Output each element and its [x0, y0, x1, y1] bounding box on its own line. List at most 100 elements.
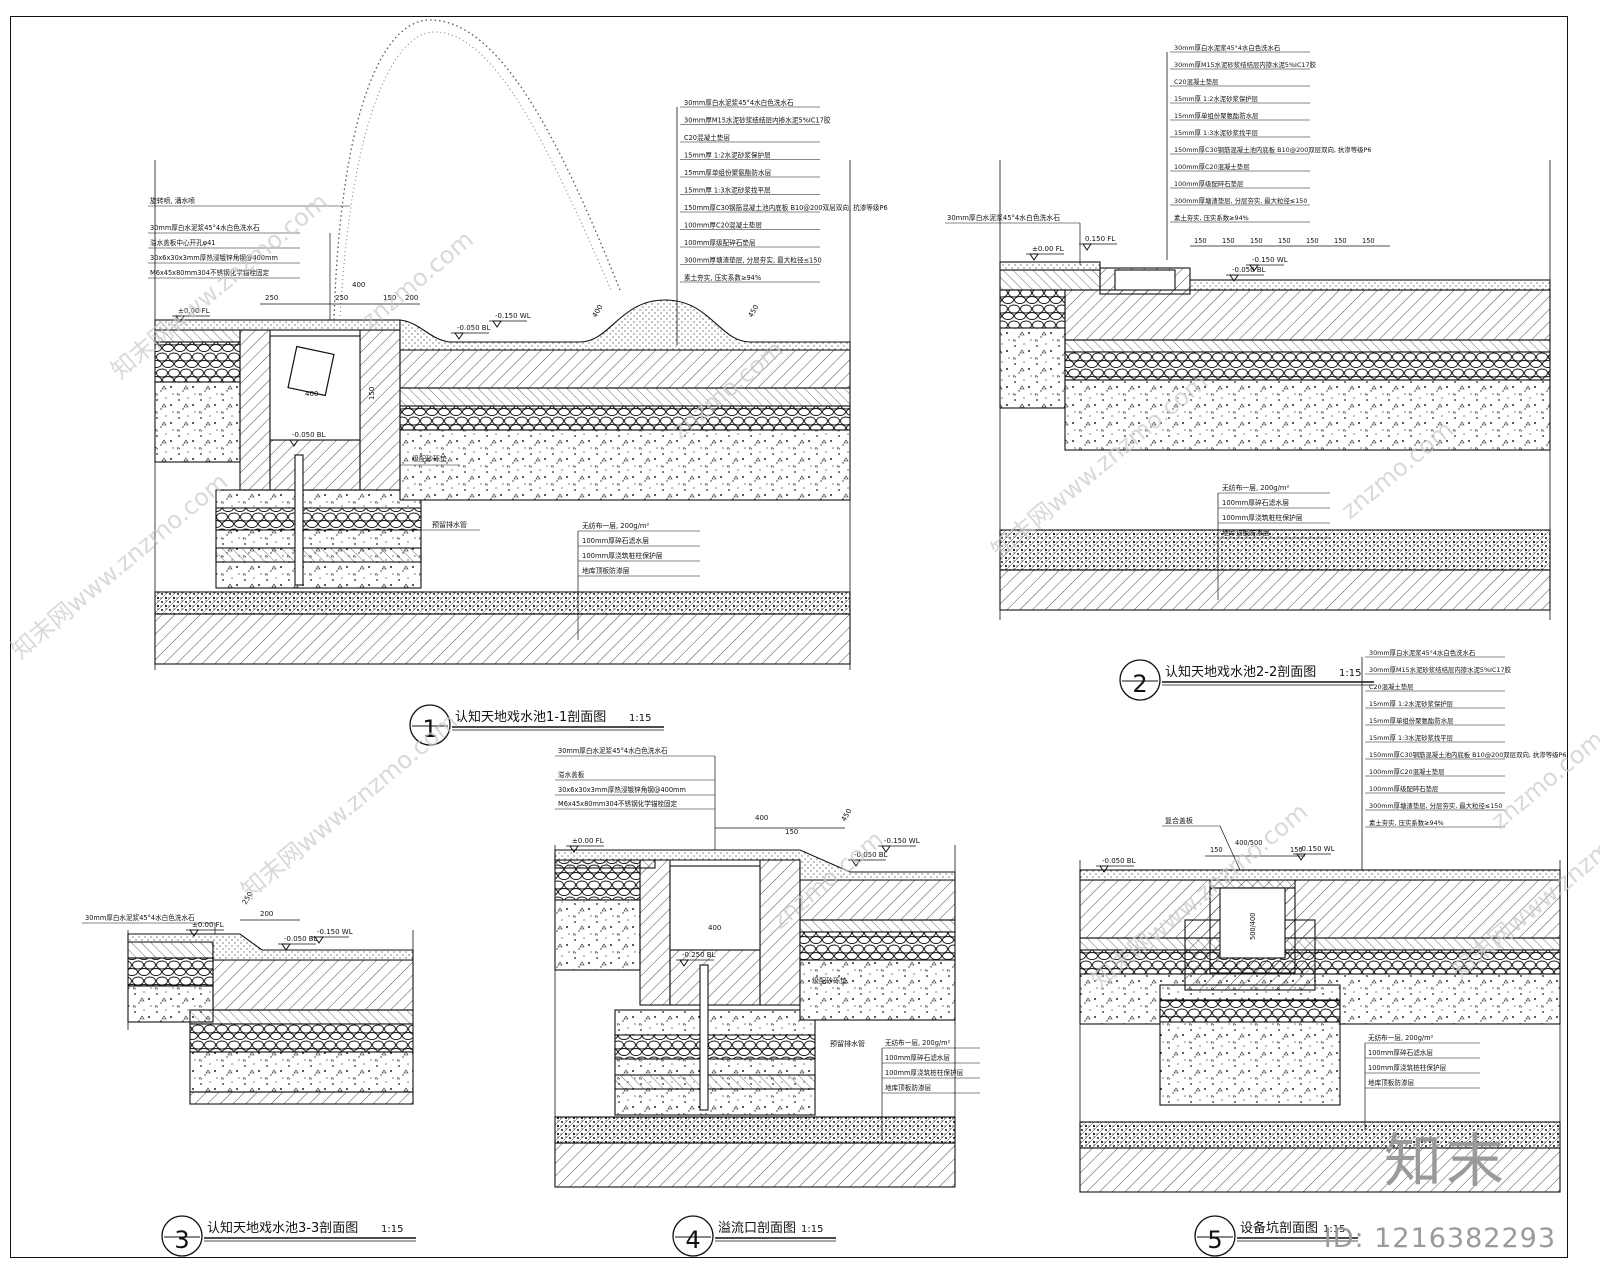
layer-note: 150mm厚C30钢筋混凝土池内底板 B10@200双层双向, 抗渗等级P6	[684, 203, 888, 212]
level-marker	[1082, 243, 1092, 251]
sump-band	[614, 1074, 816, 1090]
level-label: -0.050 BL	[284, 935, 318, 943]
bottom-note: 100mm厚浇筑桩柱保护层	[1222, 513, 1303, 522]
pool-slab	[212, 959, 414, 1011]
pool-waterproof	[189, 1009, 414, 1025]
pit-cavity	[1219, 887, 1286, 959]
dimension-label: 250	[335, 294, 348, 302]
paving-gravel	[999, 289, 1066, 329]
pool-waterproof	[1064, 339, 1551, 353]
left-note: 30mm厚白水泥浆45°4水白色洗水石	[558, 746, 668, 755]
dimension-label: 150	[785, 828, 798, 836]
section-title: 认知天地戏水池1-1剖面图	[455, 709, 606, 725]
section-number-circle	[161, 1215, 203, 1257]
drain-label: 预留排水管	[830, 1039, 865, 1048]
pool-gravel	[799, 931, 956, 961]
level-marker	[281, 943, 291, 951]
paving-base	[999, 327, 1066, 409]
section-title: 设备坑剖面图	[1240, 1220, 1318, 1236]
layer-note: 100mm厚C20混凝土垫层	[684, 221, 762, 230]
layer-note: 15mm厚 1:3水泥砂浆找平层	[1369, 733, 1454, 742]
bottom-note: 地库顶板防渗层	[1222, 528, 1270, 537]
section-scale: 1:15	[381, 1224, 403, 1235]
sump-gravel	[614, 1034, 816, 1060]
dimension-label: 150	[1362, 237, 1375, 245]
curb-cavity	[1114, 269, 1176, 291]
level-label: -0.250 BL	[682, 951, 716, 959]
dimension-label: 400	[305, 390, 318, 398]
dimension-label: 200	[405, 294, 418, 302]
sump-wall-left	[639, 859, 671, 1006]
level-marker	[1029, 253, 1039, 261]
layer-note: 15mm厚单组份聚氨酯防水层	[684, 168, 772, 177]
left-note: 30mm厚白水泥浆45°4水白色洗水石	[150, 223, 260, 232]
paving-surface	[999, 261, 1101, 271]
drain-pipe	[294, 454, 304, 586]
pool-waterproof	[799, 919, 956, 933]
level-label: -0.050 BL	[1102, 857, 1136, 865]
bottom-note: 地库顶板防渗层	[885, 1083, 932, 1092]
section-title: 认知天地戏水池3-3剖面图	[207, 1220, 358, 1236]
fountain-spray-arc	[333, 19, 621, 321]
layer-note: 300mm厚塘渣垫层, 分层夯实, 最大粒径≤150	[684, 256, 822, 265]
level-label: -0.150 WL	[495, 312, 531, 320]
base-slab-layer	[154, 591, 851, 615]
sump-cavity	[669, 865, 761, 951]
level-label: -0.050 BL	[457, 324, 491, 332]
layer-note: 30mm厚M15水泥砂浆结结层内掺水泥5%IC17胶	[684, 116, 831, 125]
pool-base	[189, 1051, 414, 1093]
fill-label: 级配砂砾垫	[412, 454, 447, 463]
bottom-note: 无纺布一层, 200g/m²	[1368, 1033, 1434, 1042]
bottom-note: 100mm厚碎石滤水层	[885, 1053, 950, 1062]
base-slab-layer	[554, 1116, 956, 1144]
sump-foundation	[215, 489, 422, 589]
left-note: M6x45x80mm304不锈钢化学锚栓固定	[150, 268, 270, 277]
paving-top	[999, 269, 1101, 291]
base-structure-layer	[1079, 1147, 1561, 1193]
section-number: 3	[174, 1226, 189, 1254]
level-label: -0.150 WL	[1252, 256, 1288, 264]
section-number: 2	[1132, 670, 1147, 698]
bottom-note: 100mm厚碎石滤水层	[582, 536, 649, 545]
layer-note: 100mm厚C20混凝土垫层	[1174, 162, 1250, 171]
dimension-label: 200	[260, 910, 273, 918]
section-number: 1	[422, 715, 437, 743]
dimension-label: 150	[1250, 237, 1263, 245]
pool-gravel	[399, 405, 851, 431]
pool-base	[399, 429, 851, 501]
section-scale: 1:15	[1323, 1224, 1345, 1235]
level-label: -0.050 BL	[854, 851, 888, 859]
level-label: ±0.00 FL	[178, 307, 210, 315]
section-number-circle	[1194, 1215, 1236, 1257]
bottom-note: 100mm厚浇筑桩柱保护层	[885, 1068, 964, 1077]
layer-note: 15mm厚 1:2水泥砂浆保护层	[684, 151, 771, 160]
sump-floor	[269, 439, 361, 491]
sump-foundation	[614, 1009, 816, 1116]
left-note: 30x6x30x3mm厚热浸镀锌角钢@400mm	[150, 253, 278, 262]
section-number-circle	[409, 704, 451, 746]
dimension-label: 150	[1210, 846, 1223, 854]
level-label: -0.050 BL	[1232, 266, 1266, 274]
bottom-note: 100mm厚碎石滤水层	[1368, 1048, 1433, 1057]
pool-surface-mound	[399, 299, 851, 351]
pool-surface	[1189, 279, 1551, 291]
layer-note: 素土夯实, 压实系数≥94%	[684, 273, 761, 282]
layer-note: 150mm厚C30钢筋混凝土池内底板 B10@200双层双向, 抗渗等级P6	[1369, 750, 1566, 759]
base-slab-layer	[999, 529, 1551, 571]
level-label: -0.050 BL	[292, 431, 326, 439]
layer-note: 15mm厚 1:3水泥砂浆找平层	[1174, 128, 1259, 137]
fill-label: 级配砂砾垫	[812, 976, 847, 985]
level-label: -0.150 WL	[317, 928, 353, 936]
pool-gravel	[1064, 351, 1551, 381]
fountain-spray-arc	[339, 31, 613, 321]
dimension-label: 150	[1306, 237, 1319, 245]
layer-note: 100mm厚级配碎石垫层	[684, 238, 756, 247]
layer-note: 30mm厚白水泥浆45°4水白色洗水石	[1174, 43, 1280, 52]
bottom-note: 地库顶板防渗层	[1368, 1078, 1415, 1087]
note-leader	[1219, 825, 1241, 871]
dimension-label: 450	[840, 807, 854, 823]
dimension-label: 400	[591, 303, 605, 319]
paving-base	[154, 381, 241, 463]
